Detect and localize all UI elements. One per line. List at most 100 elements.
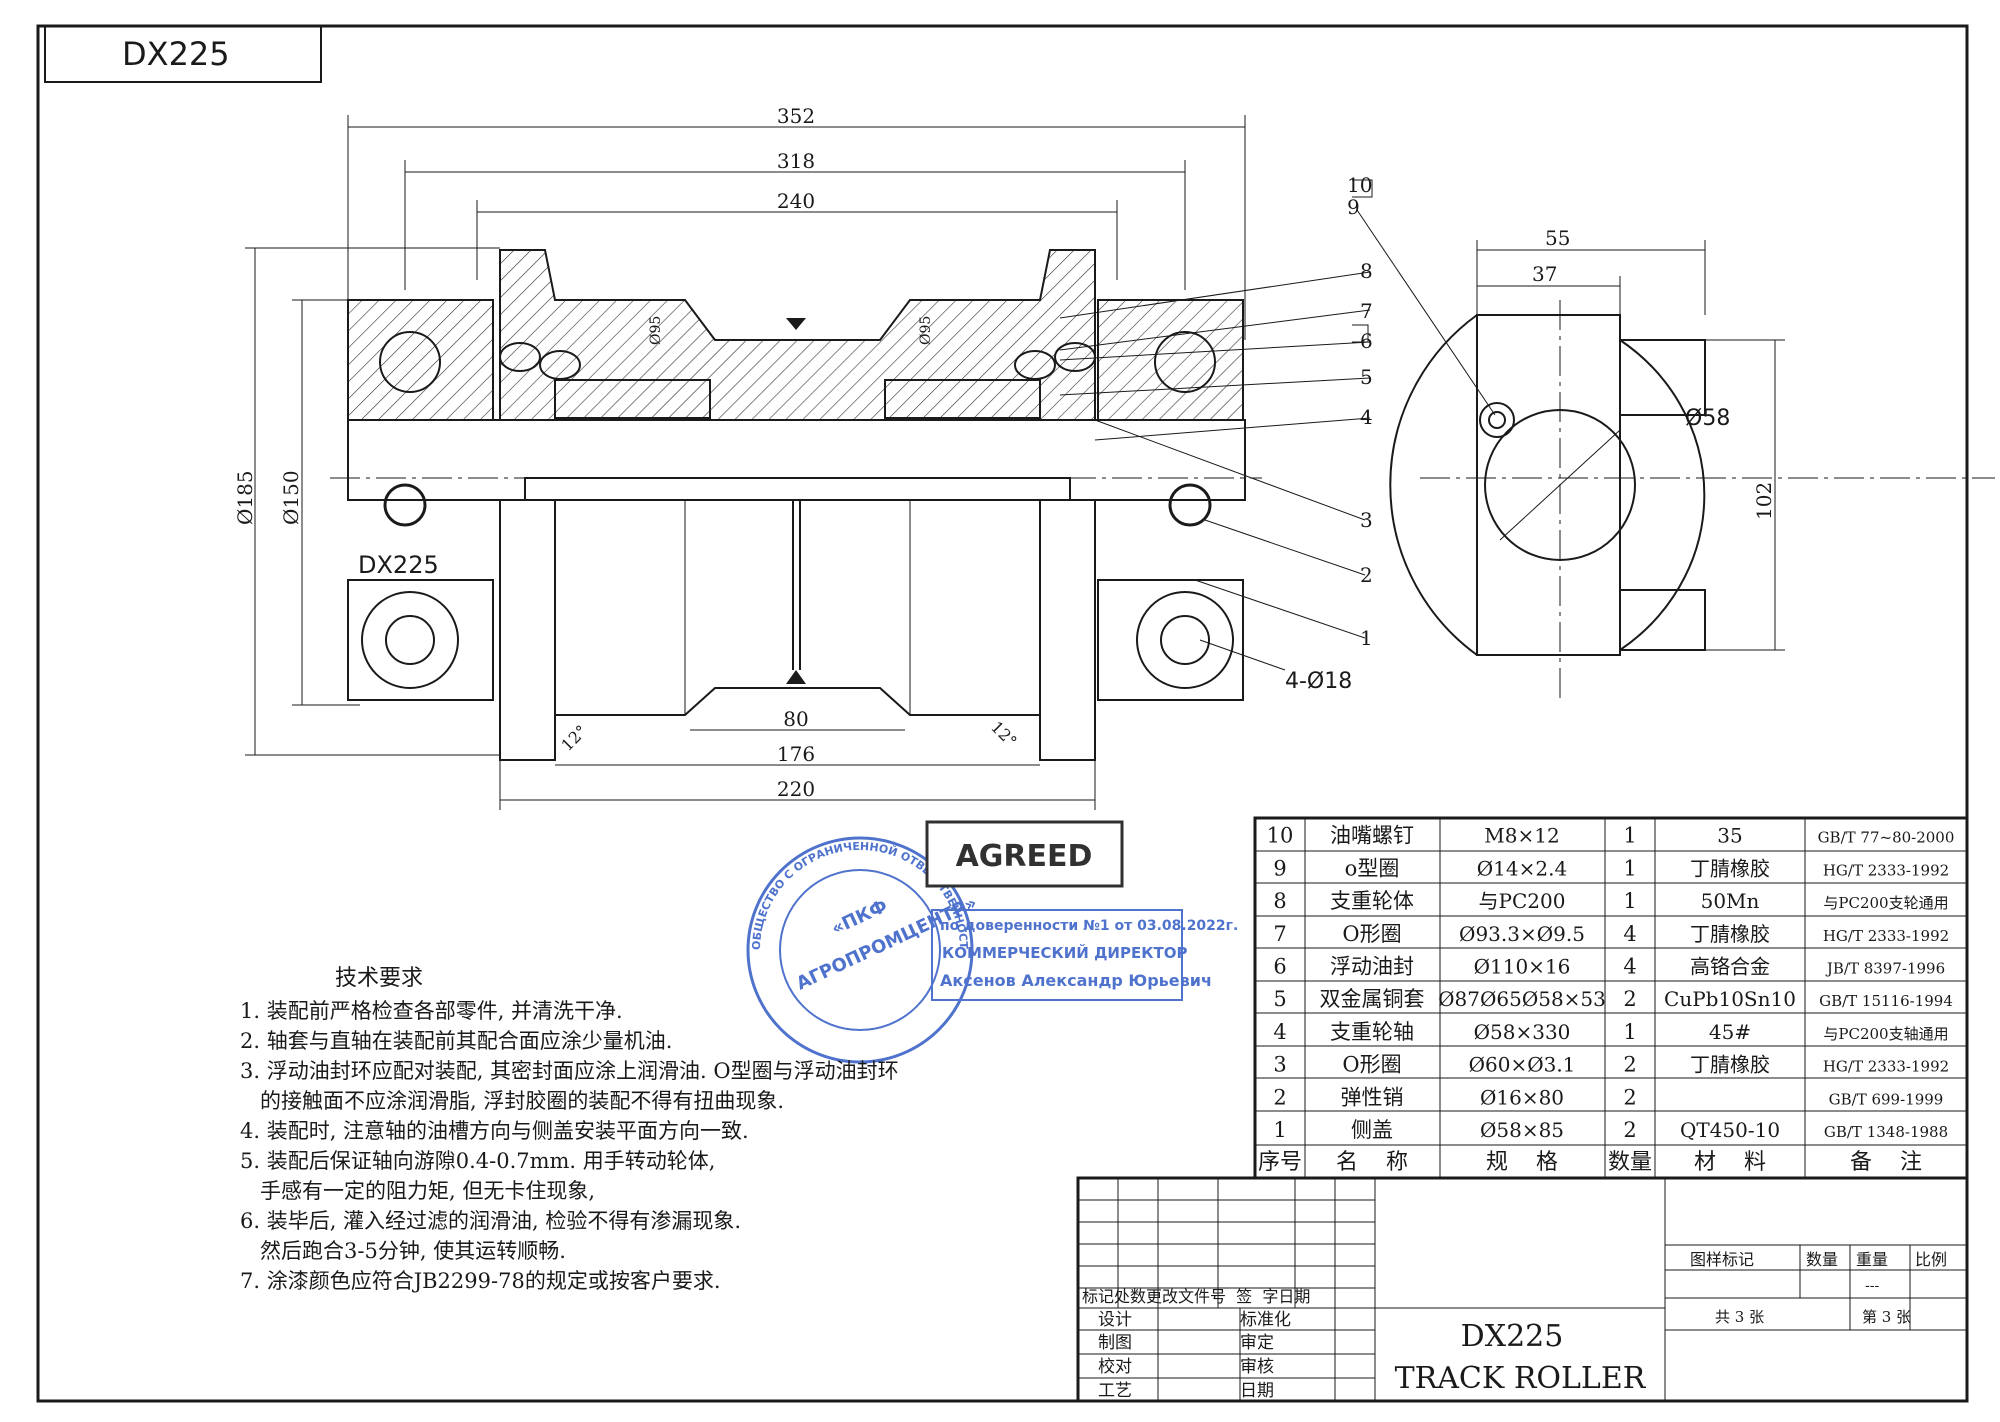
bom-cell: 10 [1267,824,1294,848]
tb-scale: 比例 [1915,1250,1947,1269]
bom-header: 序号 名 称 规 格 数量 材 料 备 注 [1258,1150,1922,1175]
tb-audit: 审核 [1240,1357,1274,1377]
dim-37: 37 [1532,262,1557,286]
approval-stamp: ОБЩЕСТВО С ОГРАНИЧЕННОЙ ОТВЕТСТВЕННОСТЬЮ… [0,0,1238,1064]
main-view-label: DX225 [358,551,439,579]
tech-item: 1. 装配前严格检查各部零件, 并清洗干净. [240,999,623,1023]
oil-plug-top [786,318,806,330]
bom-cell: 3 [1273,1053,1286,1077]
shaft [347,419,1246,501]
tech-title: 技术要求 [335,966,423,991]
agreed-box [925,820,1124,888]
bom-cell: HG/T 2333-1992 [1823,927,1949,945]
bushing-left [554,379,711,419]
bom-cell: 1 [1623,889,1636,913]
dim-phi150: Ø150 [279,470,303,525]
dim-phi95-left: Ø95 [648,316,664,345]
bolt-hole-bottom-right [1160,615,1210,665]
tb-review: 审定 [1240,1333,1274,1353]
side-cover-block [1476,314,1621,656]
bom-cell: Ø60×Ø3.1 [1469,1053,1576,1077]
bom-cell: 7 [1273,922,1286,946]
bom-cell: 支重轮轴 [1330,1020,1414,1044]
bom-cell: JB/T 8397-1996 [1825,960,1945,978]
bolt-boss-bottom-right [1136,591,1234,689]
bom-cell: Ø87Ø65Ø58×53 [1438,987,1606,1011]
bom-cell: 高铬合金 [1690,955,1770,979]
tech-item: 的接触面不应涂润滑脂, 浮封胶圈的装配不得有扭曲现象. [240,1089,784,1113]
tb-design: 设计 [1098,1310,1132,1330]
left-cover-upper [347,299,494,421]
stamp-ring-text: ОБЩЕСТВО С ОГРАНИЧЕННОЙ ОТВЕТСТВЕННОСТЬЮ… [0,0,970,950]
tech-item: 4. 装配时, 注意轴的油槽方向与侧盖安装平面方向一致. [240,1119,749,1143]
oil-plug-bottom [786,670,806,684]
spring-pin-right [1168,483,1212,527]
shaft-collar [524,477,1071,501]
leader-3: 3 [1360,508,1373,532]
leader-4: 4 [1360,405,1373,429]
bom-header-cell: 备 注 [1850,1150,1922,1175]
tech-item: 5. 装配后保证轴向游隙0.4-0.7mm. 用手转动轮体, [240,1149,715,1173]
bom-cell: 8 [1273,889,1286,913]
leader-1: 1 [1360,626,1373,650]
bom-cell: 9 [1273,856,1286,880]
dim-phi95-right: Ø95 [918,316,934,345]
bom-cell: HG/T 2333-1992 [1823,861,1949,879]
tb-check: 校对 [1098,1357,1132,1377]
bom-cell: 2 [1623,1053,1636,1077]
bom-cell: 油嘴螺钉 [1330,824,1414,848]
bom-cell: 支重轮体 [1330,889,1414,913]
bom-cell: Ø16×80 [1480,1085,1564,1109]
tech-item: 7. 涂漆颜色应符合JB2299-78的规定或按客户要求. [240,1269,721,1293]
bom-cell: 6 [1273,955,1286,979]
drawing-name: TRACK ROLLER [1395,1361,1647,1396]
dim-240: 240 [777,189,815,213]
side-dimensions [1476,240,1785,651]
drawing-number: DX225 [1461,1319,1564,1354]
stamp-center-top: «ПКФ [828,895,891,939]
bottom-dimensions [499,729,1096,810]
bom-cell: 弹性销 [1341,1085,1404,1109]
bom-cell: 45# [1709,1020,1751,1044]
bom-cell: 双金属铜套 [1320,987,1425,1011]
bom-cell: 50Mn [1701,889,1760,913]
bom-cell: 4 [1623,922,1636,946]
tech-item: 2. 轴套与直轴在装配前其配合面应涂少量机油. [240,1029,672,1053]
bom-cell: O形圈 [1342,1053,1401,1077]
bom-cell: GB/T 699-1999 [1829,1090,1944,1108]
tech-item: 6. 装毕后, 灌入经过滤的润滑油, 检验不得有渗漏现象. [240,1209,741,1233]
bom-cell: 丁腈橡胶 [1690,856,1770,880]
bom-cell: M8×12 [1484,824,1559,848]
main-section-view: 352 318 240 Ø185 Ø150 [233,104,1496,810]
title-block: 标记处数更改文件号 签 字日期 设计 标准化 制图 审定 校对 审核 工艺 日期… [1076,1176,1969,1403]
bom-cell: 1 [1273,1118,1286,1142]
bom-cell: 与PC200支轮通用 [1823,894,1948,912]
float-seal-left-b [539,350,581,380]
bom-cell: GB/T 1348-1988 [1824,1123,1948,1141]
bolt-hole-bottom-left [385,615,435,665]
tb-scale-value: --- [1865,1278,1879,1294]
bom-header-cell: 规 格 [1486,1150,1558,1175]
bom-cell: 2 [1623,1118,1636,1142]
bom-cell: O形圈 [1342,922,1401,946]
bom-cell: 丁腈橡胶 [1690,1053,1770,1077]
dim-phi185: Ø185 [233,470,257,525]
bom-cell: Ø58×85 [1480,1118,1564,1142]
tech-requirements: 技术要求 1. 装配前严格检查各部零件, 并清洗干净. 2. 轴套与直轴在装配前… [240,966,899,1293]
tb-craft: 工艺 [1098,1381,1132,1401]
bom-cell: o型圈 [1345,856,1400,880]
bom-cell: Ø93.3×Ø9.5 [1459,922,1585,946]
left-dimensions [245,247,500,756]
part-leaders [1059,179,1496,639]
bom-header-cell: 名 称 [1336,1150,1408,1175]
leader-9: 9 [1347,195,1360,219]
tb-sheet: 第 3 张 [1862,1308,1911,1326]
grease-nipple [1479,402,1515,438]
leader-5: 5 [1360,365,1373,389]
bom-header-cell: 数量 [1608,1150,1652,1175]
stamp-line-2: КОММЕРЧЕСКИЙ ДИРЕКТОР [942,943,1187,962]
leader-8: 8 [1360,259,1373,283]
bom-cell: 4 [1623,955,1636,979]
